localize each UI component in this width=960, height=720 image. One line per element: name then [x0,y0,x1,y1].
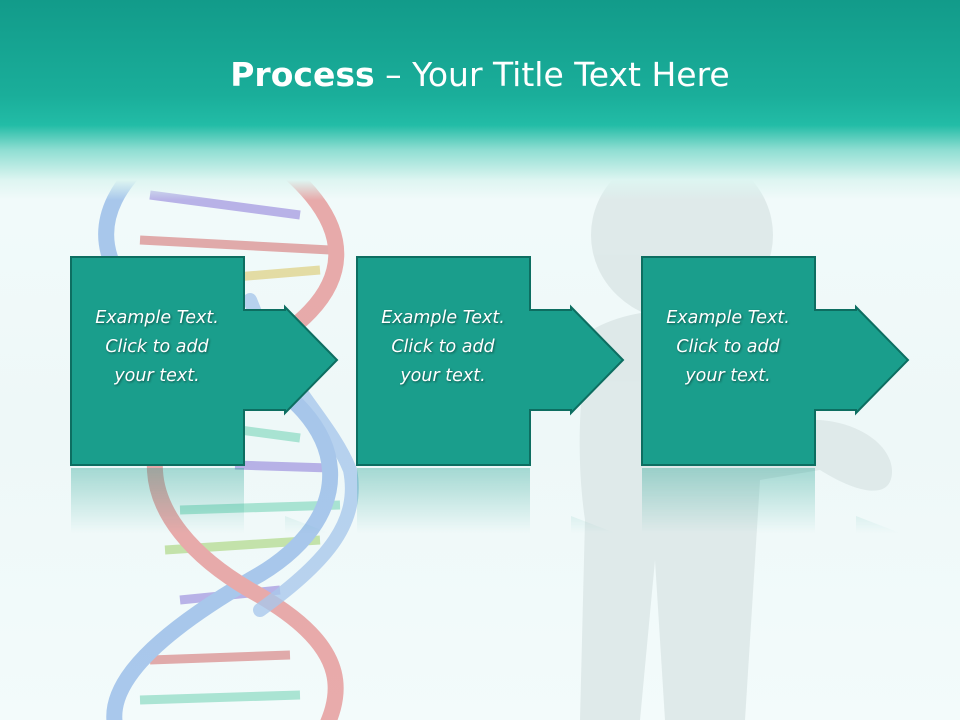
step-text-line: your text. [400,366,486,386]
step-text-line: Example Text. [666,308,790,328]
title-bold: Process [230,55,375,94]
process-step-3[interactable]: Example Text. Click to add your text. [641,256,911,538]
step-text: Example Text. Click to add your text. [645,304,811,391]
title-rest: – Your Title Text Here [374,55,730,94]
step-text-line: Example Text. [95,308,219,328]
step-text-line: Click to add [676,337,780,357]
step-text: Example Text. Click to add your text. [360,304,526,391]
step-text-line: Click to add [105,337,209,357]
header-band [0,0,960,200]
step-arrow-shape [70,256,339,466]
process-step-1[interactable]: Example Text. Click to add your text. [70,256,340,538]
step-arrow-shape [641,256,910,466]
step-text-line: your text. [685,366,771,386]
slide-title[interactable]: Process – Your Title Text Here [0,52,960,98]
step-arrow-shape [356,256,625,466]
step-reflection [71,468,337,538]
step-reflection [357,468,623,538]
step-text-line: your text. [114,366,200,386]
step-reflection [642,468,908,538]
step-text-line: Example Text. [381,308,505,328]
step-text-line: Click to add [391,337,495,357]
step-text: Example Text. Click to add your text. [74,304,240,391]
process-step-2[interactable]: Example Text. Click to add your text. [356,256,626,538]
